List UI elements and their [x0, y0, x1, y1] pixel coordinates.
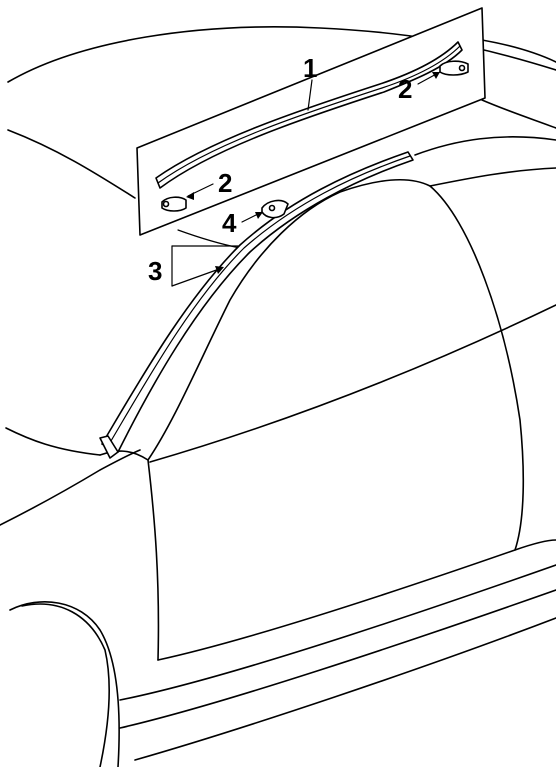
car-body-outline — [0, 26, 556, 767]
pillar-clip-hole — [268, 204, 276, 212]
wheel-arch-inner — [21, 603, 110, 767]
roof-rear-edge — [481, 99, 556, 129]
molding-clip-left — [161, 196, 187, 212]
belt-line — [149, 304, 556, 463]
hood-line — [5, 427, 101, 456]
panel-outline — [136, 7, 486, 236]
door-window-frame — [147, 178, 525, 551]
clip-body-right — [439, 60, 469, 76]
pillar-clip — [261, 199, 289, 219]
arrow-3 — [215, 266, 224, 274]
leader-1 — [307, 79, 313, 111]
callout-2-left: 2 — [218, 168, 232, 198]
clip-hole-right — [458, 64, 466, 72]
callout-3: 3 — [148, 256, 162, 286]
rocker-bottom — [134, 617, 556, 761]
windshield-edge — [7, 129, 136, 199]
molding-clip-right — [439, 60, 469, 76]
pillar-molding-end — [99, 435, 119, 459]
arrow-4 — [255, 212, 263, 219]
pillar-molding-inner — [107, 155, 411, 447]
arrow-2-left — [186, 192, 194, 200]
clip-body — [161, 196, 187, 212]
rocker-upper — [119, 564, 556, 701]
front-fender-top — [0, 449, 141, 526]
clip-hole — [162, 200, 170, 208]
pillar-molding-strip — [101, 151, 414, 453]
roof-molding-panel — [136, 7, 486, 236]
drip-molding-inner — [157, 45, 461, 184]
drip-molding-strip — [155, 41, 463, 189]
arrow-2-top — [432, 72, 440, 79]
door-bottom — [157, 539, 556, 661]
callout-4: 4 — [222, 208, 237, 238]
wheel-arch-outer — [9, 601, 120, 767]
roof-side-line — [481, 39, 556, 63]
windshield-line — [177, 229, 241, 249]
rear-roof-sweep — [414, 136, 556, 156]
leader-lines — [171, 71, 441, 287]
windshield-pillar-molding — [99, 151, 414, 459]
callout-1: 1 — [303, 53, 317, 83]
rocker-lower — [119, 589, 556, 729]
leader-3 — [171, 267, 223, 287]
roof-drip-molding — [155, 41, 463, 189]
a-pillar-base — [99, 450, 149, 461]
callout-2-top: 2 — [398, 74, 412, 104]
door-front-edge — [147, 459, 160, 661]
upper-body-line — [429, 167, 556, 187]
callouts: 1 2 2 3 4 — [148, 53, 412, 286]
